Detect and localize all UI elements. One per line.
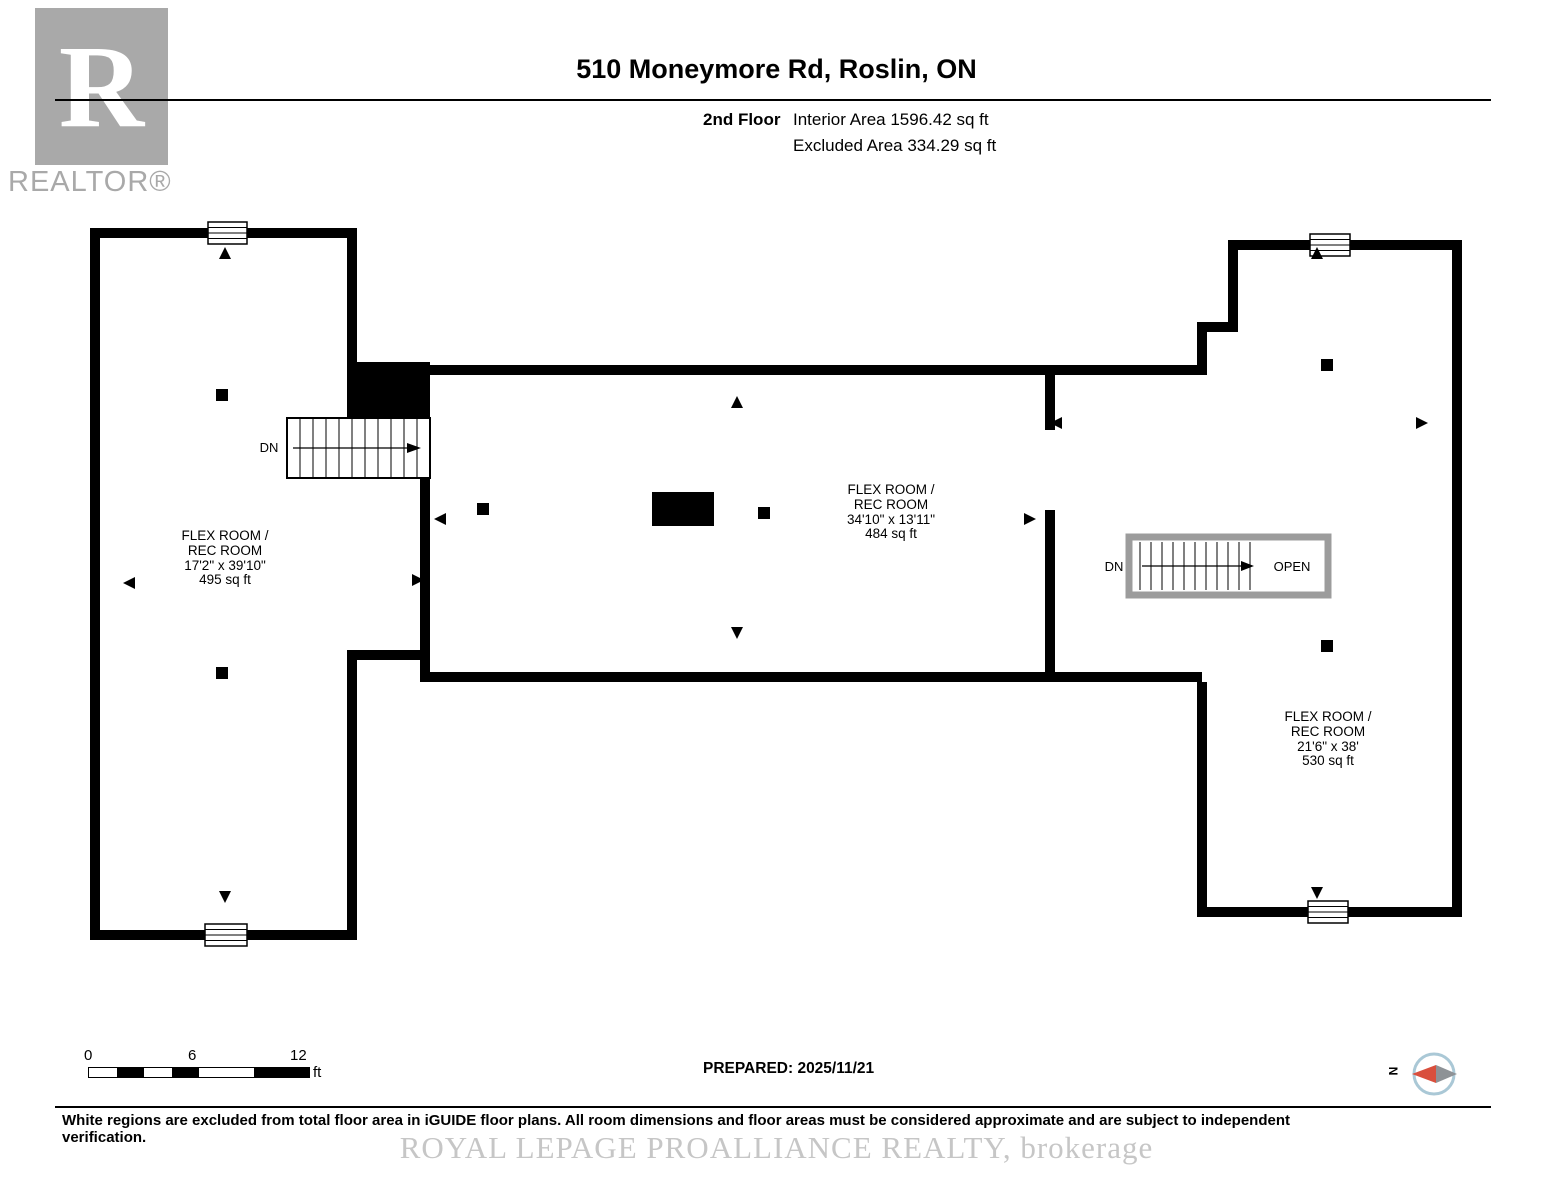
room-area: 484 sq ft [865, 526, 917, 542]
dimension-arrows [123, 247, 1428, 903]
scale-bar-segment [199, 1068, 254, 1077]
room-dimensions: 21'6" x 38' [1297, 738, 1359, 754]
plan-walls [90, 228, 1462, 940]
scale-tick-6: 6 [188, 1047, 197, 1064]
scale-bar-segment [171, 1068, 199, 1077]
room-label-left: FLEX ROOM / REC ROOM 17'2" x 39'10" 495 … [130, 528, 320, 588]
room-label-right: FLEX ROOM / REC ROOM 21'6" x 38' 530 sq … [1233, 709, 1423, 769]
room-dimensions: 34'10" x 13'11" [846, 511, 936, 527]
scale-tick-12: 12 [290, 1047, 307, 1064]
compass-north-label: N [1386, 1066, 1401, 1076]
compass-icon [1412, 1052, 1457, 1096]
page-title: 510 Moneymore Rd, Roslin, ON [576, 54, 977, 84]
window-icon [207, 221, 248, 245]
scale-bar-segment [116, 1068, 144, 1077]
scale-bar-segment [89, 1068, 117, 1077]
post-markers [216, 359, 1333, 679]
room-name-line2: REC ROOM [853, 496, 929, 512]
stairs-open-label: OPEN [1273, 559, 1311, 574]
room-label-middle: FLEX ROOM / REC ROOM 34'10" x 13'11" 484… [796, 482, 986, 542]
room-name-line1: FLEX ROOM / [847, 482, 935, 497]
prepared-date: PREPARED: 2025/11/21 [703, 1060, 875, 1077]
room-area: 530 sq ft [1302, 753, 1354, 769]
scale-unit-label: ft [313, 1064, 322, 1081]
staircase-right-icon [1125, 533, 1332, 599]
floor-label: 2nd Floor [703, 110, 781, 129]
realtor-logo-letter: R [58, 20, 145, 152]
realtor-logo: R [35, 8, 168, 165]
scale-tick-0: 0 [84, 1047, 93, 1064]
footer-divider [55, 1106, 1491, 1108]
excluded-area-text: Excluded Area 334.29 sq ft [793, 136, 997, 155]
stairs-down-label: DN [259, 440, 279, 455]
room-name-line2: REC ROOM [1290, 723, 1366, 739]
window-icon [1307, 900, 1349, 924]
staircase-left-icon [286, 417, 431, 479]
disclaimer-text: White regions are excluded from total fl… [62, 1112, 1291, 1146]
room-name-line2: REC ROOM [187, 542, 263, 558]
room-dimensions: 17'2" x 39'10" [184, 557, 266, 573]
room-name-line1: FLEX ROOM / [1284, 709, 1372, 724]
scale-bar-segment [144, 1068, 172, 1077]
window-icon [204, 923, 248, 947]
room-name-line1: FLEX ROOM / [181, 528, 269, 543]
realtor-logo-text: REALTOR® [8, 166, 172, 198]
stairs-down-label: DN [1104, 559, 1124, 574]
interior-area-text: Interior Area 1596.42 sq ft [793, 110, 989, 129]
scale-bar-segment [254, 1068, 309, 1077]
header-divider [55, 99, 1491, 101]
scale-bar [88, 1067, 310, 1078]
brokerage-watermark: ROYAL LEPAGE PROALLIANCE REALTY, brokera… [399, 1130, 1154, 1165]
room-area: 495 sq ft [199, 572, 251, 588]
